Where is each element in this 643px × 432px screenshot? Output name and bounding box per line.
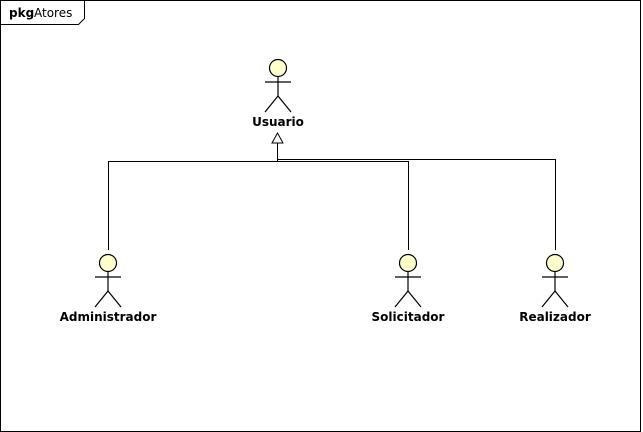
actor-leg-right [554, 290, 569, 308]
actor-label-solicitador: Solicitador [372, 310, 445, 324]
actor-head [545, 253, 565, 273]
actor-administrador[interactable] [94, 253, 122, 308]
actor-realizador[interactable] [541, 253, 569, 308]
actor-label-realizador: Realizador [519, 310, 591, 324]
generalization-realizador-usuario[interactable] [277, 159, 556, 251]
generalization-connectors [108, 131, 556, 251]
actor-leg-left [541, 290, 556, 308]
generalization-solicitador-usuario[interactable] [277, 161, 409, 251]
actor-leg-left [94, 290, 109, 308]
frame-name-tab [0, 0, 85, 25]
actor-label-usuario: Usuario [252, 115, 304, 129]
frame-keyword: pkg [9, 6, 34, 20]
actor-leg-right [407, 290, 422, 308]
actor-label-administrador: Administrador [60, 310, 157, 324]
actor-head [398, 253, 418, 273]
actor-leg-left [264, 95, 279, 113]
frame-name: Atores [34, 6, 72, 20]
actor-solicitador[interactable] [394, 253, 422, 308]
actor-leg-right [277, 95, 292, 113]
actor-leg-right [107, 290, 122, 308]
generalization-administrador-usuario[interactable] [108, 161, 278, 251]
actor-head [98, 253, 118, 273]
generalization-arrowhead [271, 131, 284, 144]
actor-leg-left [394, 290, 409, 308]
actor-usuario[interactable] [264, 58, 292, 113]
actor-head [268, 58, 288, 78]
